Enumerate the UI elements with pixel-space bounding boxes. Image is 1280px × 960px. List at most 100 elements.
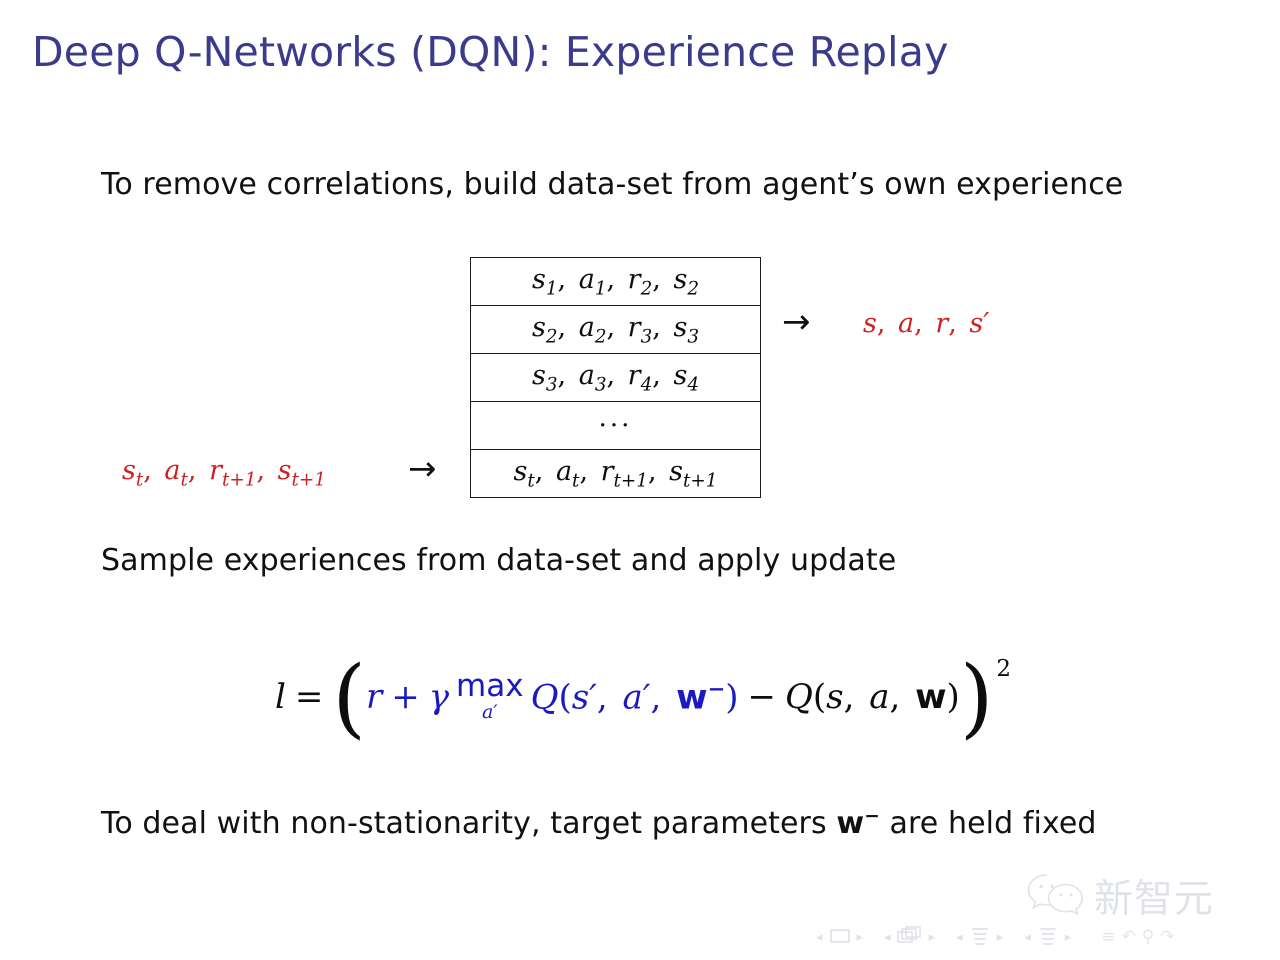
transition-tuple: st, at, rt+1, st+1 <box>513 455 718 492</box>
page-title: Deep Q-Networks (DQN): Experience Replay <box>32 28 949 76</box>
reward-index: 4 <box>640 374 653 396</box>
frame-nav-group[interactable]: ◂ ▸ <box>880 925 939 950</box>
q-online-term: Q(s, a, w) <box>785 676 960 717</box>
section-nav-icon[interactable] <box>1035 925 1061 950</box>
reward-index: 2 <box>640 278 653 300</box>
wechat-logo-icon <box>1026 872 1088 920</box>
arrow-right-icon-into-memory: → <box>408 449 437 489</box>
subsection-nav-group[interactable]: ◂ ▸ <box>952 925 1007 950</box>
incoming-transition-tuple: st, at, rt+1, st+1 <box>122 455 326 491</box>
next-state-symbol: s <box>277 455 292 486</box>
section-nav-group[interactable]: ◂ ▸ <box>1020 925 1075 950</box>
beamer-navigation-bar[interactable]: ◂ ▸ ◂ ▸ ◂ ▸ ◂ <box>812 925 1177 950</box>
forward-icon[interactable]: ↷ <box>1160 927 1175 947</box>
section-prev-button[interactable]: ◂ <box>1024 930 1031 945</box>
plus-sign: + <box>391 676 420 717</box>
reward-symbol: r <box>627 359 641 391</box>
table-row: st, at, rt+1, st+1 <box>470 449 761 498</box>
next-state-symbol: s′ <box>571 677 597 718</box>
watermark-text: 新智元 <box>1094 877 1215 922</box>
minus-sign: − <box>747 676 777 717</box>
max-label: max <box>456 668 524 705</box>
state-symbol: s <box>122 455 136 486</box>
subsection-nav-icon[interactable] <box>967 925 993 950</box>
q-symbol: Q <box>785 676 813 717</box>
table-row: ··· <box>470 401 761 450</box>
action-index: t <box>572 470 580 492</box>
close-paren: ) <box>959 648 994 748</box>
state-symbol: s <box>863 308 877 339</box>
reward-symbol: r <box>600 455 614 487</box>
frame-nav-icon[interactable] <box>895 925 925 950</box>
equals-sign: = <box>294 676 324 717</box>
open-paren: ( <box>558 677 572 718</box>
next-state-symbol: s <box>673 311 688 343</box>
q-symbol: Q <box>530 677 559 718</box>
body-text-remove-correlations: To remove correlations, build data-set f… <box>101 167 1124 202</box>
transition-tuple: s3, a3, r4, s4 <box>531 359 699 396</box>
frame-prev-button[interactable]: ◂ <box>884 930 891 945</box>
table-row: s2, a2, r3, s3 <box>470 305 761 354</box>
subsection-prev-button[interactable]: ◂ <box>956 930 963 945</box>
slide-prev-button[interactable]: ◂ <box>816 930 823 945</box>
reward-term: r <box>365 676 383 717</box>
slide-nav-icon[interactable] <box>827 926 853 949</box>
state-index: t <box>527 470 535 492</box>
subsection-next-button[interactable]: ▸ <box>996 930 1004 945</box>
next-state-symbol: s <box>673 359 688 391</box>
action-index: 2 <box>594 326 607 348</box>
target-weights-symbol: w <box>836 806 865 841</box>
close-paren: ) <box>725 677 739 718</box>
misc-nav-group[interactable]: ≡ ↶ ⚲ ↷ <box>1098 929 1177 946</box>
text-before-symbol: To deal with non-stationarity, target pa… <box>101 806 837 841</box>
next-state-index: t+1 <box>683 470 718 492</box>
action-symbol: a <box>898 308 915 339</box>
state-index: 1 <box>545 278 558 300</box>
state-symbol: s <box>826 676 844 717</box>
replay-memory-table: s1, a1, r2, s2 s2, a2, r3, s3 s3, a3, r4… <box>470 257 761 498</box>
table-row: s1, a1, r2, s2 <box>470 257 761 306</box>
frame-next-button[interactable]: ▸ <box>928 930 936 945</box>
state-symbol: s <box>531 359 546 391</box>
exponent-two: 2 <box>996 655 1012 682</box>
next-action-symbol: a′ <box>622 677 651 718</box>
slide-next-button[interactable]: ▸ <box>856 930 864 945</box>
action-symbol: a <box>578 263 595 295</box>
target-weights-symbol: w <box>676 677 708 718</box>
next-state-index: 4 <box>687 374 699 396</box>
state-symbol: s <box>513 455 528 487</box>
target-weights-superscript: − <box>707 676 726 702</box>
replay-entry-latest: st, at, rt+1, st+1 <box>470 449 761 498</box>
action-index: 3 <box>594 374 607 396</box>
table-row: s3, a3, r4, s4 <box>470 353 761 402</box>
action-symbol: a <box>578 311 595 343</box>
transition-tuple: s1, a1, r2, s2 <box>531 263 699 300</box>
replay-entry-2: s2, a2, r3, s3 <box>470 305 761 354</box>
replay-entry-ellipsis: ··· <box>470 401 761 450</box>
slide-nav-group[interactable]: ◂ ▸ <box>812 926 867 949</box>
section-next-button[interactable]: ▸ <box>1064 930 1072 945</box>
replay-entry-1: s1, a1, r2, s2 <box>470 257 761 306</box>
back-icon[interactable]: ↶ <box>1121 927 1136 947</box>
document-icon[interactable]: ≡ <box>1101 927 1116 947</box>
text-after-symbol: are held fixed <box>879 806 1097 841</box>
state-symbol: s <box>531 263 546 295</box>
online-weights-symbol: w <box>915 676 947 717</box>
close-paren: ) <box>946 676 960 717</box>
action-index: t <box>180 469 188 491</box>
reward-symbol: r <box>627 311 641 343</box>
watermark: 新智元 <box>1026 868 1214 924</box>
search-icon[interactable]: ⚲ <box>1141 927 1155 947</box>
next-state-symbol: s <box>673 263 688 295</box>
state-index: 2 <box>545 326 558 348</box>
next-state-index: 2 <box>687 278 699 300</box>
prime-mark: ′ <box>983 308 990 339</box>
body-text-sample-experiences: Sample experiences from data-set and app… <box>101 543 897 578</box>
transition-tuple: s2, a2, r3, s3 <box>531 311 699 348</box>
arrow-right-icon-out-of-memory: → <box>782 302 811 342</box>
action-symbol: a <box>555 455 573 487</box>
next-state-symbol: s <box>969 308 984 339</box>
next-state-index: 3 <box>687 326 699 348</box>
reward-index: t+1 <box>222 469 257 491</box>
target-weights-superscript: − <box>864 806 880 827</box>
